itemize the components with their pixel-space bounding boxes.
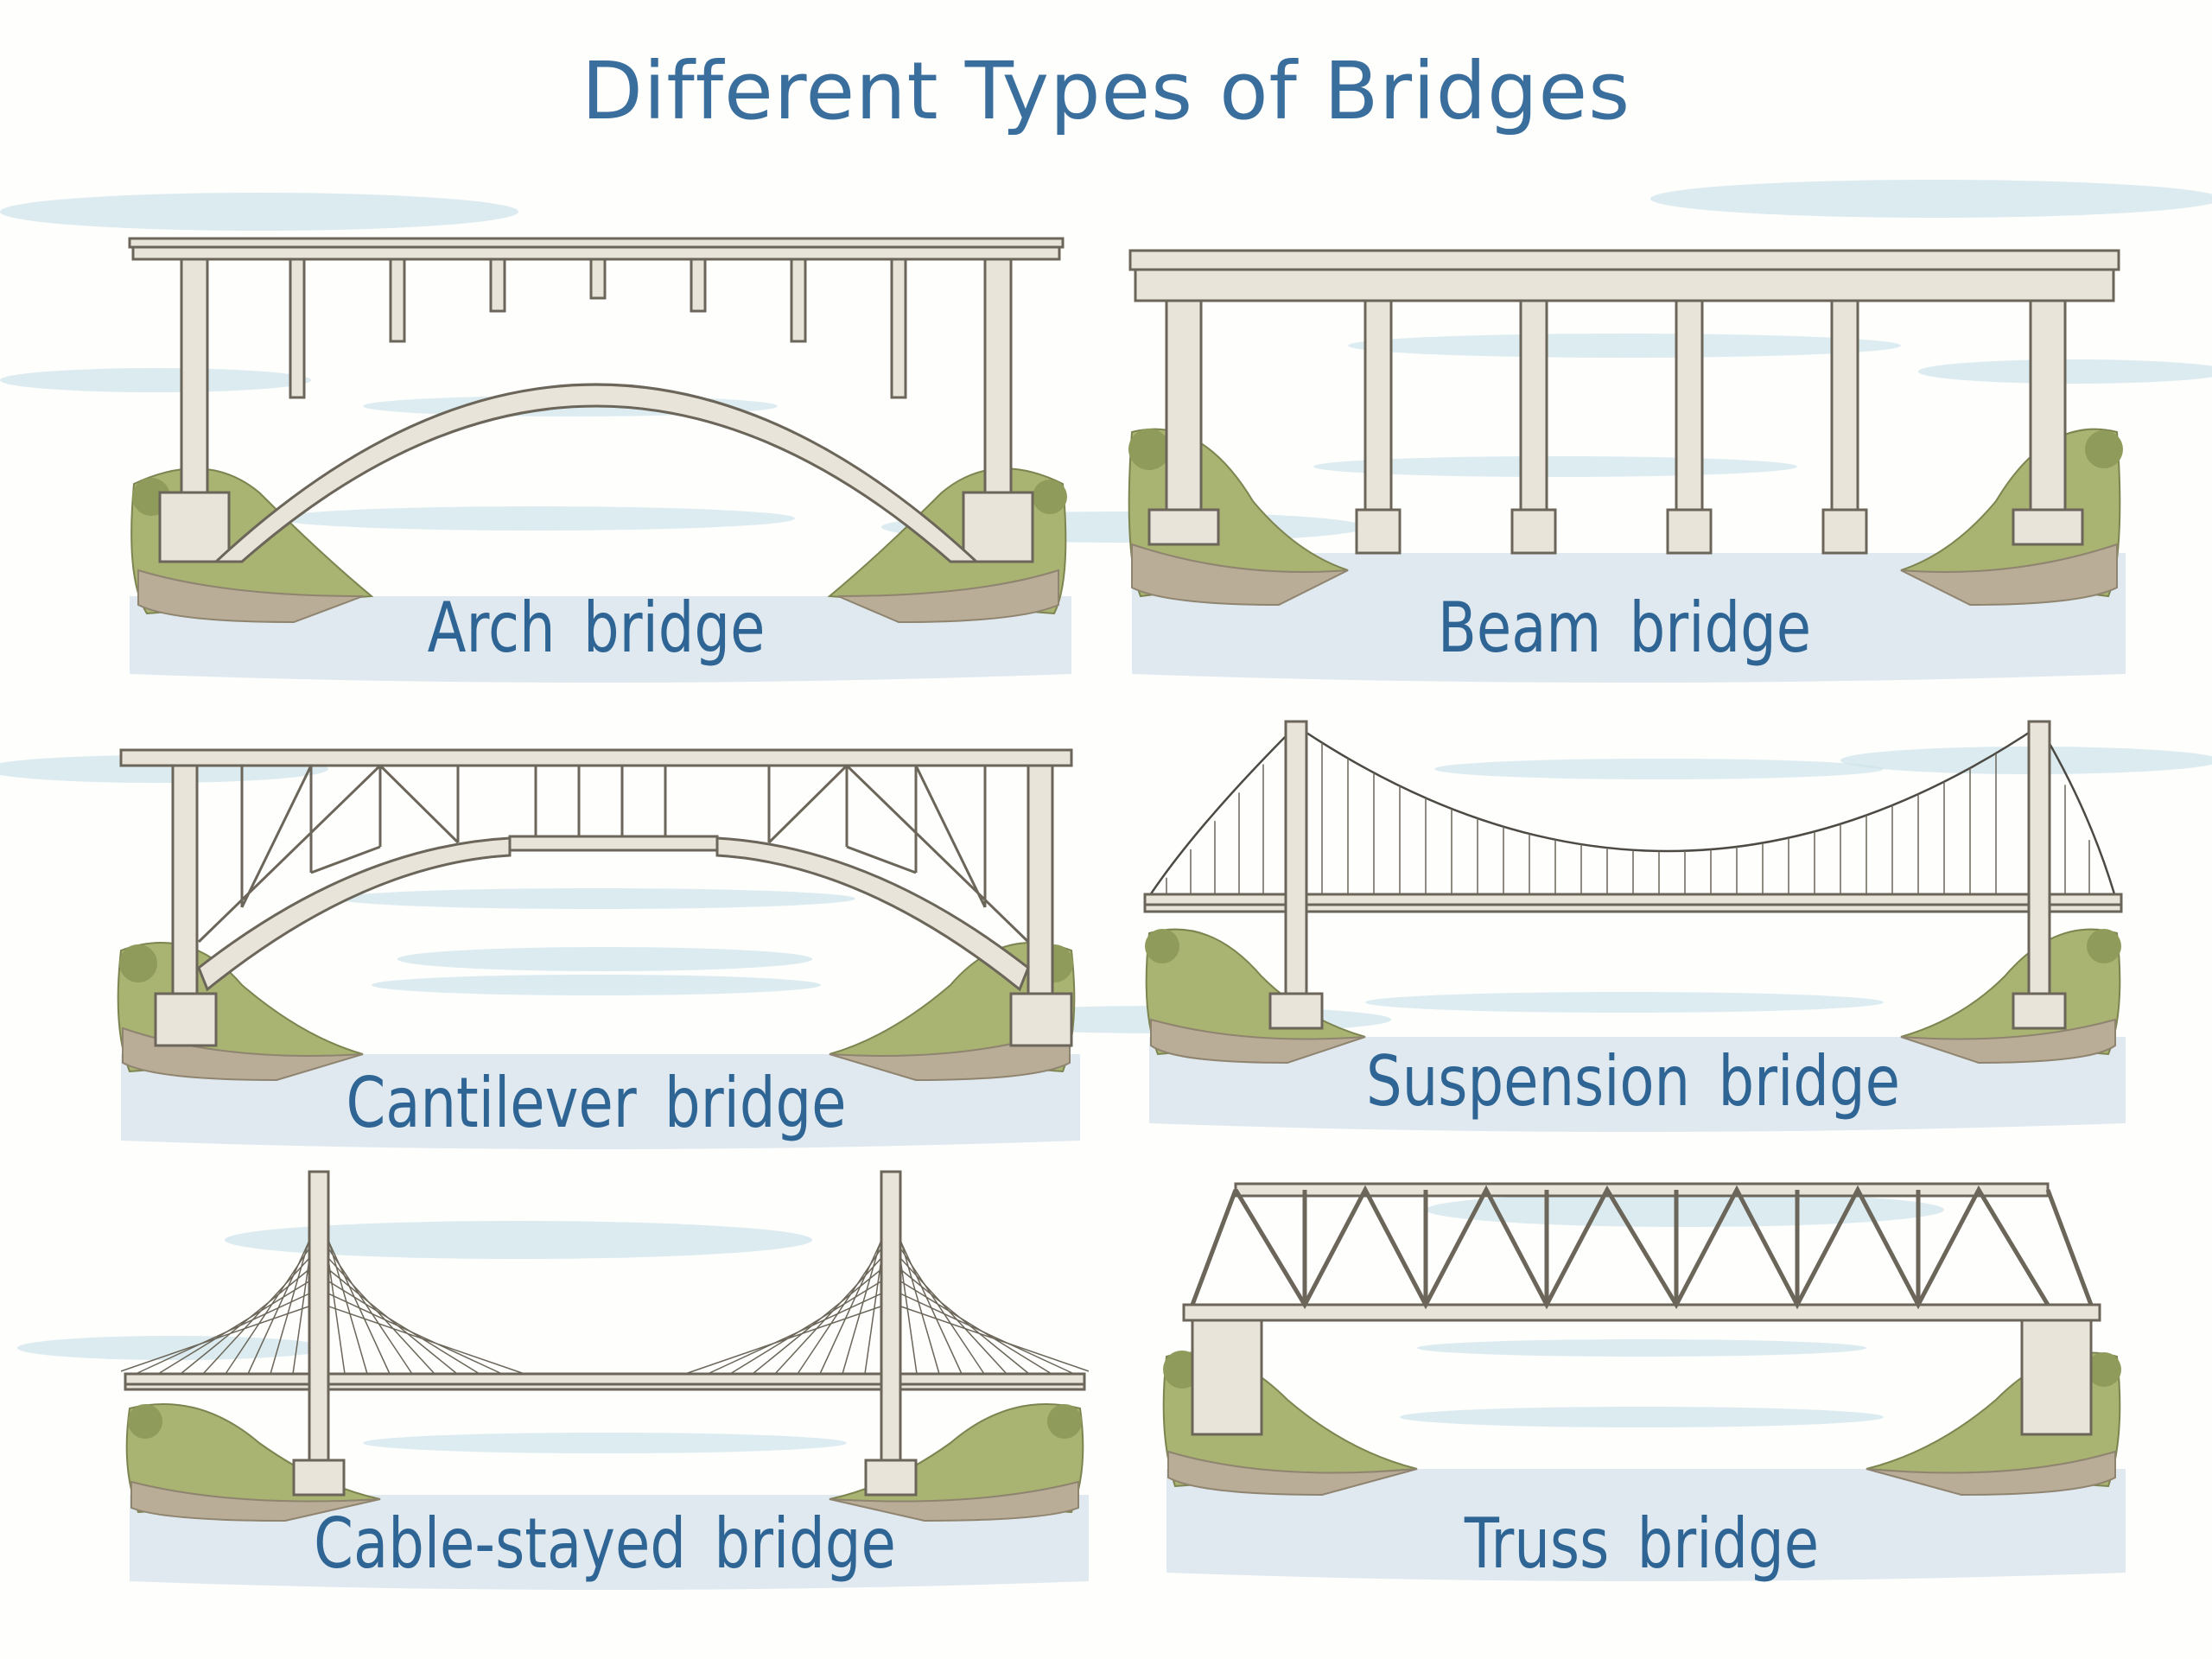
pier (1027, 764, 1054, 1009)
stay-cable (318, 1302, 525, 1375)
truss-web (1190, 1185, 2094, 1310)
arch-rib (213, 383, 980, 563)
tree (2087, 929, 2121, 963)
tower (1284, 720, 1308, 1008)
page-title: Different Types of Bridges (581, 45, 1631, 137)
stay-cable (157, 1274, 320, 1375)
suspension-hangers (1166, 742, 2090, 894)
stay-cable (135, 1288, 320, 1375)
abutment (2020, 1312, 2093, 1436)
suspension-bridge-panel: Suspension bridge (1141, 717, 2126, 1141)
stay-cable (121, 1302, 320, 1372)
pier (2029, 299, 2067, 527)
water (1149, 1037, 2126, 1132)
water (1166, 1469, 2126, 1581)
stay-cable (890, 1302, 1089, 1372)
beam-bridge-panel: Beam bridge (1123, 242, 2126, 691)
cantilever-bridge-panel: Cantilever bridge (112, 743, 1080, 1158)
stay-cable (729, 1274, 892, 1375)
truss-bridge-illustration (1162, 1182, 2126, 1581)
stay-cable (684, 1302, 892, 1375)
tree (1128, 429, 1170, 470)
main-cable (1295, 724, 2040, 853)
tree (1033, 480, 1067, 514)
pier (1363, 299, 1393, 536)
pylon (880, 1170, 902, 1493)
suspended-span (508, 835, 719, 852)
arch-bridge-panel: Arch bridge (121, 233, 1071, 691)
bridge-label: Arch bridge (427, 588, 766, 668)
pier (983, 257, 1013, 512)
beam-bridge-illustration (1128, 249, 2126, 683)
bridge-label: Cantilever bridge (346, 1063, 847, 1143)
water (130, 1495, 1089, 1590)
tower (2027, 720, 2051, 1008)
pier (1519, 299, 1548, 536)
tree (1145, 929, 1179, 963)
stay-cable (890, 1288, 1075, 1375)
pier (180, 257, 209, 512)
deck (119, 748, 1073, 767)
top-chord (1234, 1182, 2050, 1198)
pier (1675, 299, 1704, 536)
stay-cable (890, 1274, 1052, 1375)
main-cable (2037, 725, 2119, 904)
pier-base (158, 491, 231, 563)
stay-cable (318, 1274, 480, 1375)
pylon (308, 1170, 330, 1493)
tree (128, 1404, 162, 1439)
bridge-label: Suspension bridge (1366, 1041, 1900, 1122)
main-cable (1143, 725, 1297, 904)
suspension-bridge-illustration (1143, 720, 2126, 1132)
water (130, 596, 1071, 683)
railing (1128, 249, 2120, 271)
pier (1165, 299, 1203, 527)
stay-cable (318, 1288, 503, 1375)
water (121, 1054, 1080, 1149)
bridge-label: Truss bridge (1464, 1503, 1820, 1584)
deck (1182, 1303, 2101, 1322)
cable-stayed-bridge-panel: Cable-stayed bridge (121, 1166, 1089, 1599)
abutment (1191, 1312, 1263, 1436)
pier-base (962, 491, 1034, 563)
tree (2087, 1352, 2121, 1387)
arch-bridge-illustration (128, 237, 1071, 683)
stay-cable (707, 1288, 892, 1375)
tree (119, 944, 157, 982)
pier (1830, 299, 1859, 536)
pier (171, 764, 199, 1009)
truss-bridge-panel: Truss bridge (1158, 1175, 2126, 1607)
stay-cables (121, 1192, 1089, 1375)
bridge-label: Beam bridge (1437, 588, 1812, 668)
deck (124, 1372, 1086, 1386)
bridge-label: Cable-stayed bridge (314, 1503, 896, 1584)
water (1132, 553, 2126, 683)
beam-deck (1134, 268, 2115, 302)
cantilever-bridge-illustration (117, 748, 1080, 1149)
tree (1047, 1404, 1082, 1439)
railing (128, 237, 1065, 249)
tree (2085, 430, 2123, 468)
cable-stayed-bridge-illustration (121, 1170, 1089, 1590)
cantilever-arm-left (197, 836, 512, 992)
